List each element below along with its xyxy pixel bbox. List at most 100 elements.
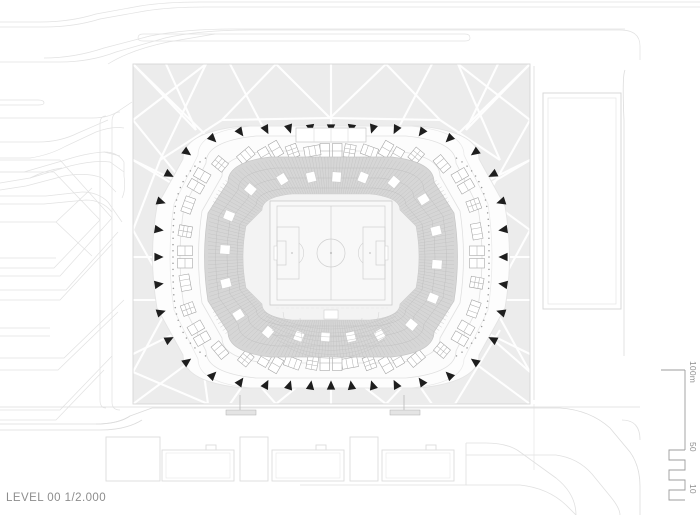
scale-tick-100m: 100m [688, 361, 698, 384]
entry-marker [470, 146, 481, 156]
entry-marker [155, 196, 166, 205]
entry-marker [234, 126, 244, 137]
vomitory [416, 192, 431, 207]
entry-marker [153, 280, 164, 290]
entry-marker [326, 380, 336, 390]
south-bollard-west [225, 395, 257, 416]
entry-marker [393, 124, 402, 135]
entry-marker [181, 358, 192, 368]
entry-marker [163, 337, 174, 346]
concourse-room-module [450, 167, 476, 195]
entry-marker [284, 123, 293, 134]
entry-marker [260, 379, 269, 390]
entry-marker [347, 380, 357, 391]
south-roadline [0, 406, 641, 515]
concourse-room-module [179, 301, 197, 317]
entry-marker [206, 132, 217, 143]
entry-marker [488, 337, 499, 346]
concourse-room-module [186, 167, 212, 195]
vomitory [243, 182, 258, 197]
entry-marker [284, 380, 293, 391]
vomitory [231, 307, 246, 322]
concourse-room-module [284, 142, 301, 160]
south-block-5 [349, 436, 379, 482]
vomitory [426, 291, 440, 305]
entry-marker [206, 371, 217, 382]
concourse-room-module [469, 275, 485, 290]
vomitory [356, 170, 370, 185]
scale-tick-10: 10 [688, 484, 698, 494]
south-block-3 [239, 436, 269, 482]
concourse-room-module [470, 222, 484, 241]
concourse-room-module [211, 155, 229, 173]
goal-west [273, 245, 278, 261]
vomitory [261, 324, 276, 340]
vomitory [222, 209, 236, 223]
entry-marker [498, 252, 508, 262]
concourse-room-module [210, 340, 230, 360]
vomitory [372, 327, 387, 342]
east-block [533, 66, 626, 470]
concourse-room-module [177, 245, 193, 269]
concourse-room-module [236, 146, 256, 165]
concourse-room-module [359, 143, 380, 160]
concourse-room-module [406, 349, 426, 368]
scale-tick-50: 50 [688, 442, 698, 452]
entry-marker [393, 379, 402, 390]
scale-bar: 100m 50 10 [655, 358, 700, 513]
entry-marker [445, 132, 456, 143]
concourse-room-module [466, 299, 482, 319]
centre-spot [329, 251, 333, 255]
south-block-1 [105, 436, 161, 482]
vomitory [345, 330, 357, 344]
concourse-room-module [186, 319, 212, 347]
north-stand-detail [295, 127, 367, 143]
penalty-spot-west [291, 252, 293, 254]
concourse-room-module [177, 224, 193, 239]
penalty-spot-east [369, 252, 371, 254]
vomitory [386, 174, 401, 190]
entry-marker [418, 377, 428, 388]
entry-marker [153, 224, 164, 234]
concourse-room-module [342, 143, 357, 159]
south-stand-rows [263, 309, 399, 359]
concourse-room-module [303, 144, 322, 158]
concourse-room-module [282, 354, 303, 371]
entry-marker [305, 380, 315, 391]
entry-marker [418, 126, 428, 137]
south-bollard-east [389, 395, 421, 416]
concourse-room-module [180, 195, 196, 215]
concourse-room-module [432, 154, 452, 174]
concourse-room-module [450, 319, 476, 347]
entry-marker [496, 309, 507, 318]
concourse-room-module [433, 341, 451, 359]
entry-marker [181, 146, 192, 156]
entry-marker [163, 168, 174, 177]
entry-marker [496, 196, 507, 205]
entry-marker [260, 124, 269, 135]
concourse-room-module [465, 197, 483, 213]
vomitory [431, 259, 443, 270]
entry-marker [498, 280, 509, 290]
vomitory [331, 171, 342, 183]
entry-marker [498, 224, 509, 234]
south-blocks [105, 436, 455, 482]
vomitory [219, 277, 233, 290]
vomitory [404, 317, 419, 332]
entry-marker [445, 371, 456, 382]
entry-marker [234, 377, 244, 388]
entry-marker [154, 252, 164, 262]
entry-marker [369, 123, 378, 134]
vomitory [275, 172, 290, 187]
plaza-boundary [132, 63, 531, 405]
concourse-room-module [305, 355, 320, 371]
drawing-caption: LEVEL 00 1/2.000 [6, 492, 107, 504]
entry-marker [369, 380, 378, 391]
football-pitch [269, 200, 393, 306]
entry-marker [155, 309, 166, 318]
entry-marker [470, 358, 481, 368]
concourse-room-module [178, 273, 192, 292]
vomitory [305, 170, 317, 184]
concourse-room-module [407, 146, 425, 165]
